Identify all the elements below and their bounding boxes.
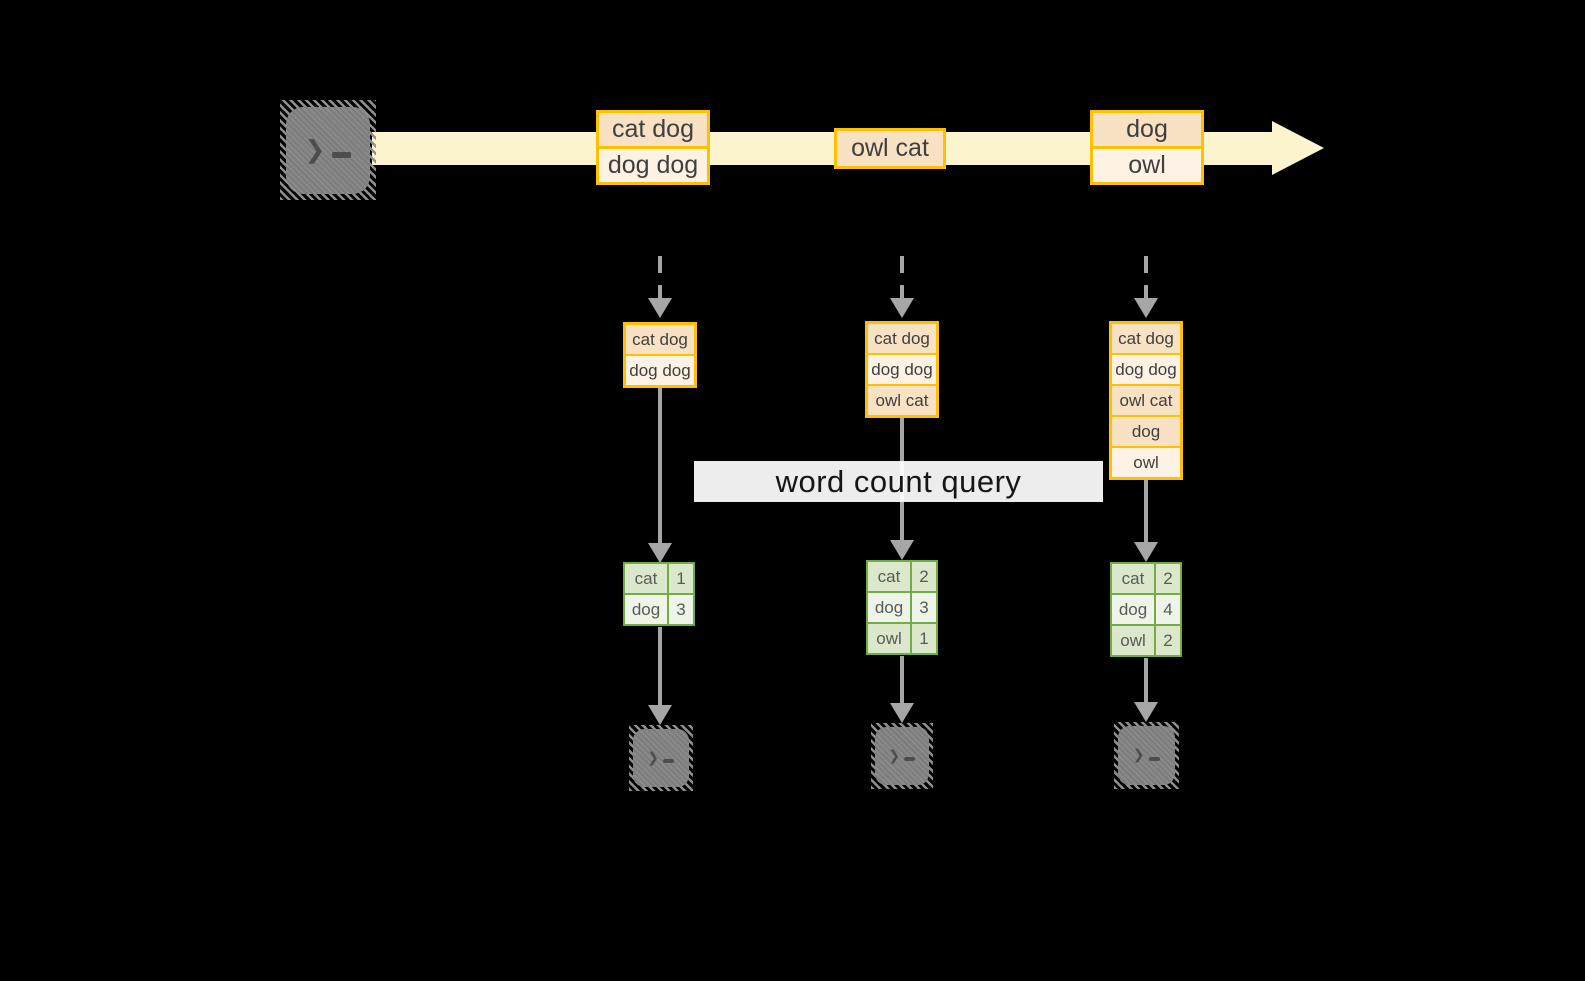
count-word: cat [1112,564,1154,593]
buffer-cell: owl cat [1112,386,1180,415]
buffer-cell: cat dog [1112,324,1180,353]
event-cell: dog [1093,113,1201,146]
event-cell: cat dog [599,113,707,146]
query-arrowhead-icon [890,540,914,560]
query-arrow-line [658,388,662,543]
count-value: 1 [912,624,936,653]
count-value: 2 [1156,564,1180,593]
sink-terminal-icon: ❯ [871,723,933,789]
count-value: 3 [669,595,693,624]
count-table-1: cat 1 dog 3 [623,562,695,626]
buffer-cell: dog dog [1112,355,1180,384]
event-cell: owl cat [837,131,943,166]
stream-event-box-3: dog owl [1090,110,1204,185]
source-terminal-icon: ❯ [280,100,376,200]
count-table-3: cat 2 dog 4 owl 2 [1110,562,1182,657]
count-word: cat [625,564,667,593]
count-word: cat [868,562,910,591]
terminal-prompt-chevron-icon: ❯ [1133,744,1145,766]
input-buffer-box-2: cat dog dog dog owl cat [865,321,939,418]
terminal-prompt-chevron-icon: ❯ [647,746,659,769]
output-arrowhead-icon [1134,702,1158,722]
count-value: 3 [912,593,936,622]
word-count-query-label: word count query [694,461,1103,502]
stream-event-box-1: cat dog dog dog [596,110,710,185]
count-word: dog [625,595,667,624]
batch-interval-arrow-line [658,256,662,300]
stream-event-box-2: owl cat [834,128,946,169]
event-cell: dog dog [599,149,707,182]
sink-terminal-icon: ❯ [629,725,693,791]
count-word: owl [868,624,910,653]
terminal-icon: ❯ [875,727,929,785]
batch-interval-arrowhead-icon [890,298,914,318]
terminal-cursor-icon [1148,756,1160,761]
buffer-cell: dog [1112,417,1180,446]
count-word: dog [868,593,910,622]
batch-interval-arrowhead-icon [1134,298,1158,318]
terminal-icon: ❯ [633,729,689,787]
terminal-icon: ❯ [286,106,370,194]
output-arrow-line [658,627,662,705]
buffer-cell: cat dog [626,325,694,354]
batch-interval-arrowhead-icon [648,298,672,318]
buffer-cell: dog dog [868,355,936,384]
buffer-cell: owl cat [868,386,936,415]
buffer-cell: owl [1112,448,1180,477]
input-buffer-box-3: cat dog dog dog owl cat dog owl [1109,321,1183,480]
terminal-cursor-icon [904,757,916,762]
terminal-cursor-icon [332,152,352,158]
batch-interval-arrow-line [1144,256,1148,300]
stream-timeline-arrowhead-icon [1272,121,1324,175]
output-arrowhead-icon [648,705,672,725]
query-arrowhead-icon [1134,542,1158,562]
count-word: dog [1112,595,1154,624]
count-word: owl [1112,626,1154,655]
buffer-cell: dog dog [626,356,694,385]
event-cell: owl [1093,149,1201,182]
count-value: 1 [669,564,693,593]
query-arrowhead-icon [648,543,672,563]
terminal-cursor-icon [663,759,675,764]
input-buffer-box-1: cat dog dog dog [623,322,697,388]
output-arrowhead-icon [890,703,914,723]
terminal-prompt-chevron-icon: ❯ [304,130,326,170]
query-arrow-line [1144,480,1148,542]
terminal-prompt-chevron-icon: ❯ [888,744,901,767]
buffer-cell: cat dog [868,324,936,353]
output-arrow-line [1144,658,1148,702]
count-value: 2 [912,562,936,591]
sink-terminal-icon: ❯ [1114,722,1179,789]
batch-interval-arrow-line [900,256,904,300]
count-value: 4 [1156,595,1180,624]
terminal-icon: ❯ [1118,726,1175,785]
count-value: 2 [1156,626,1180,655]
count-table-2: cat 2 dog 3 owl 1 [866,560,938,655]
output-arrow-line [900,656,904,703]
